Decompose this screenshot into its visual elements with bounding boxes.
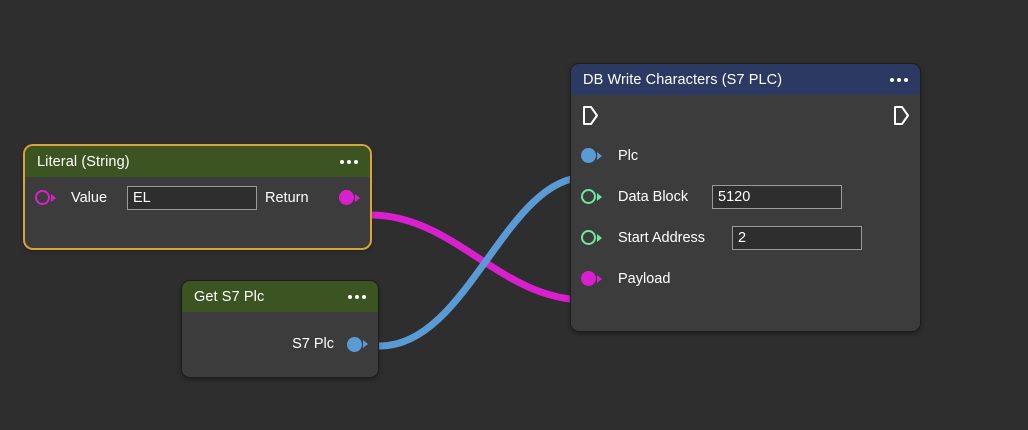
- port-row-plc: Plc: [571, 135, 920, 176]
- port-arrow-icon: [597, 192, 602, 201]
- port-data-block-pin[interactable]: [581, 189, 602, 204]
- exec-out-icon[interactable]: [893, 105, 909, 126]
- port-label-plc: Plc: [618, 147, 639, 164]
- port-return-pin[interactable]: [339, 190, 360, 205]
- port-label-s7-plc: S7 Plc: [292, 336, 334, 352]
- port-plc-pin[interactable]: [581, 148, 602, 163]
- port-row-value-return: Value Return: [25, 177, 370, 218]
- node-db-write-characters[interactable]: DB Write Characters (S7 PLC): [571, 64, 920, 331]
- node-get-s7-plc[interactable]: Get S7 Plc S7 Plc: [182, 281, 378, 377]
- start-address-input[interactable]: [732, 225, 862, 250]
- node-literal-string[interactable]: Literal (String) Value Return: [25, 146, 370, 248]
- port-label-return: Return: [265, 189, 309, 206]
- port-row-payload: Payload: [571, 258, 920, 299]
- kebab-menu-icon[interactable]: [348, 294, 366, 299]
- port-label-start-address: Start Address: [618, 229, 706, 246]
- port-label-payload: Payload: [618, 270, 671, 287]
- node-header[interactable]: DB Write Characters (S7 PLC): [571, 64, 920, 95]
- kebab-menu-icon[interactable]: [340, 159, 358, 164]
- kebab-menu-icon[interactable]: [890, 77, 908, 82]
- port-dot: [581, 148, 596, 163]
- port-value-pin[interactable]: [35, 190, 56, 205]
- port-payload-pin[interactable]: [581, 271, 602, 286]
- node-title: Literal (String): [37, 153, 130, 170]
- wire-return-to-payload[interactable]: [366, 211, 590, 304]
- port-dot: [35, 190, 50, 205]
- node-title: DB Write Characters (S7 PLC): [583, 71, 783, 88]
- data-block-input[interactable]: [712, 184, 842, 209]
- port-row-s7plc: S7 Plc: [182, 312, 378, 376]
- node-body: Value Return: [25, 177, 370, 218]
- port-s7-plc-pin[interactable]: [347, 336, 368, 352]
- port-dot: [347, 336, 362, 352]
- exec-in-icon[interactable]: [582, 105, 598, 126]
- port-arrow-icon: [597, 151, 602, 160]
- port-arrow-icon: [363, 340, 368, 348]
- exec-pin-row: [571, 95, 920, 135]
- node-body: S7 Plc: [182, 312, 378, 376]
- port-label-data-block: Data Block: [618, 188, 689, 205]
- value-input[interactable]: [127, 185, 257, 210]
- port-arrow-icon: [51, 193, 56, 202]
- port-start-address-pin[interactable]: [581, 230, 602, 245]
- node-header[interactable]: Literal (String): [25, 146, 370, 177]
- port-label-value: Value: [71, 189, 108, 206]
- node-body: Plc Data Block Start Address: [571, 95, 920, 299]
- port-arrow-icon: [355, 193, 360, 202]
- port-arrow-icon: [597, 274, 602, 283]
- node-header[interactable]: Get S7 Plc: [182, 281, 378, 312]
- port-dot: [581, 271, 596, 286]
- port-dot: [339, 190, 354, 205]
- port-dot: [581, 189, 596, 204]
- port-row-data-block: Data Block: [571, 176, 920, 217]
- node-title: Get S7 Plc: [194, 288, 265, 305]
- wire-s7plc-to-plc[interactable]: [376, 173, 590, 350]
- port-row-start-address: Start Address: [571, 217, 920, 258]
- port-dot: [581, 230, 596, 245]
- port-arrow-icon: [597, 233, 602, 242]
